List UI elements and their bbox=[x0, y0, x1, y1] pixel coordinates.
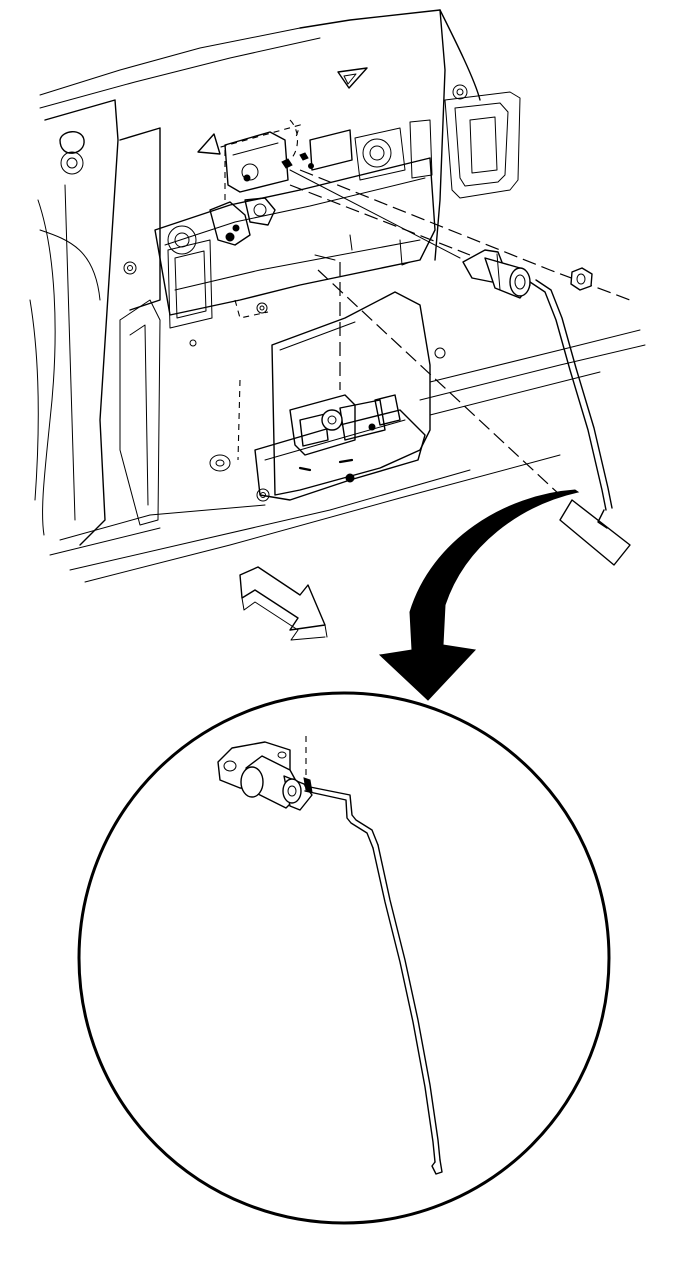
curved-callout-arrow bbox=[378, 489, 580, 701]
lock-rod bbox=[529, 279, 631, 566]
door-latch-assembly bbox=[209, 291, 446, 502]
magnified-detail-view bbox=[77, 691, 611, 1225]
view-direction-arrow bbox=[239, 566, 328, 641]
door-inner-panel bbox=[29, 9, 646, 583]
forward-direction-arrow bbox=[337, 67, 368, 89]
alignment-lines bbox=[289, 169, 631, 496]
retaining-nut bbox=[570, 267, 593, 291]
upward-direction-arrow bbox=[197, 133, 221, 155]
lock-cylinder bbox=[462, 249, 531, 299]
